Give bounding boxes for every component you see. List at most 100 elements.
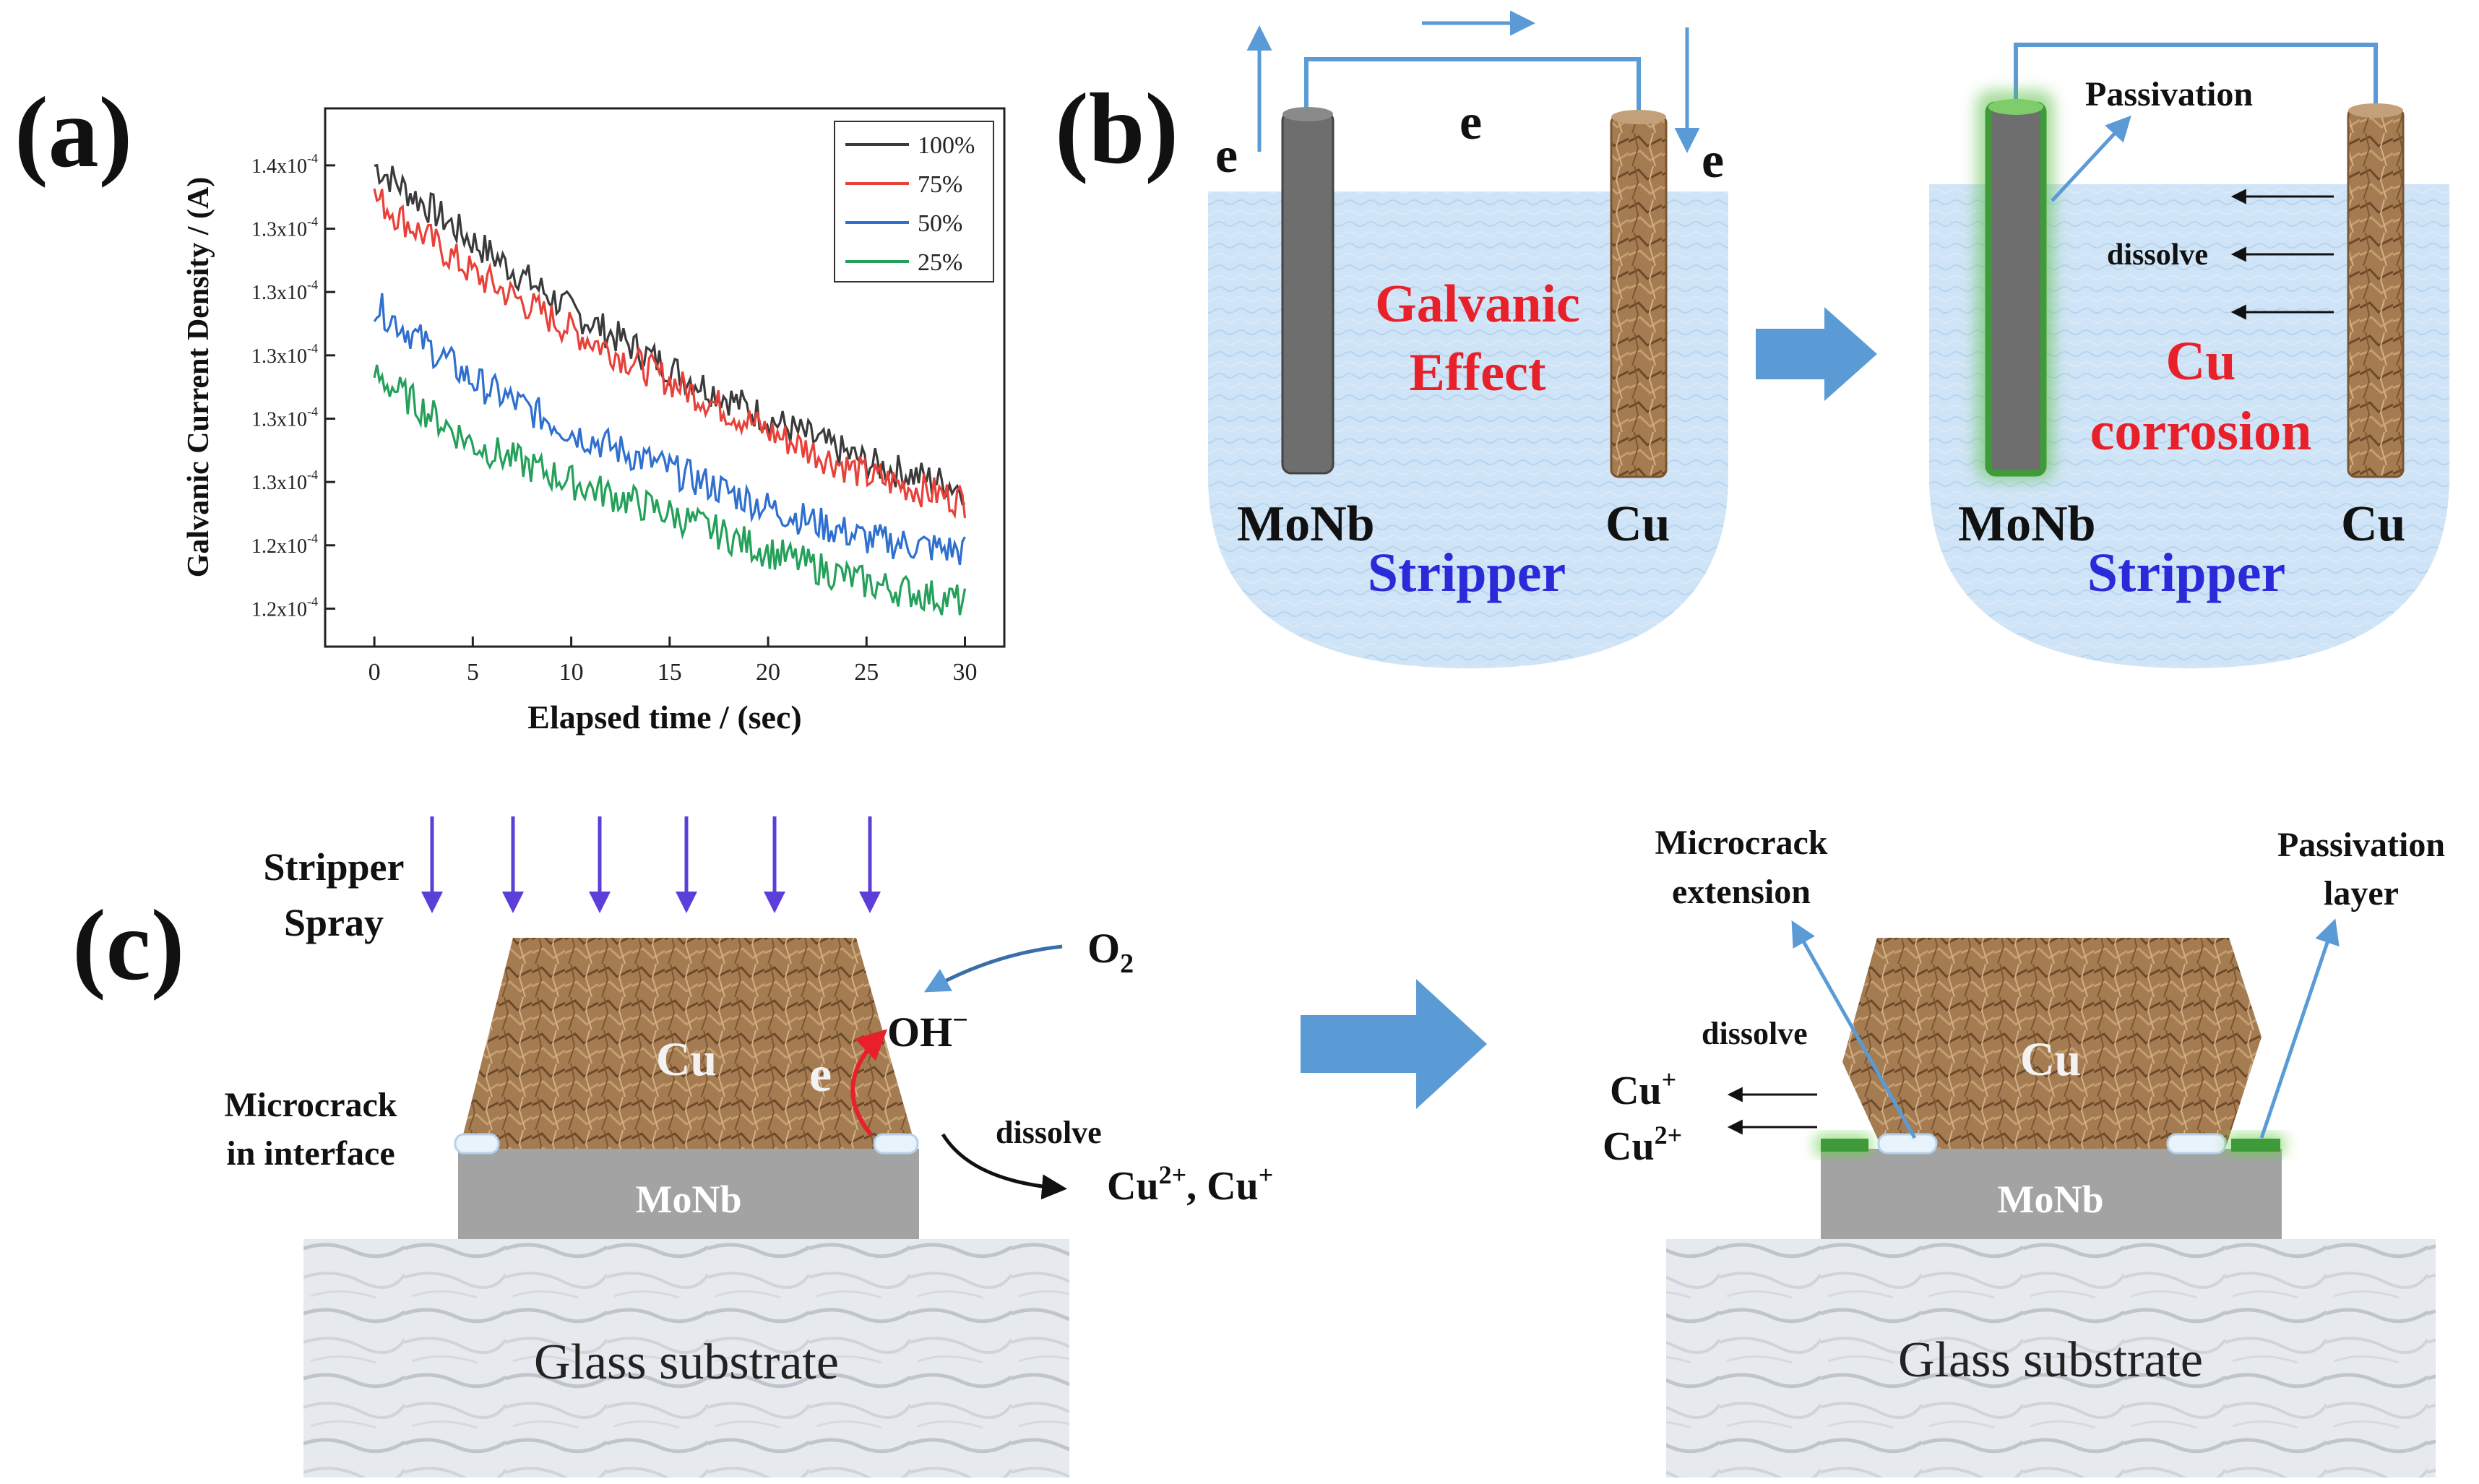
legend-box (834, 121, 994, 282)
electron-label-right: e (1702, 133, 1724, 189)
monb-electrode-passivated-top (1988, 99, 2043, 115)
o2-sub: 2 (1120, 949, 1134, 979)
monb-label-right: MoNb (1958, 496, 2096, 552)
x-tick-label: 10 (559, 659, 584, 686)
microcrack-left-b (873, 1133, 919, 1155)
chart-xlabel: Elapsed time / (sec) (527, 699, 801, 735)
panel-c-left: Stripper Spray Glass substrate MoNb Cu e… (225, 816, 1273, 1477)
monb-layer-left (458, 1149, 919, 1239)
microcrack-1: Microcrack (225, 1086, 397, 1124)
legend-items: 100% 75% 50% 25% (845, 132, 975, 276)
y-tick-exp: -4 (307, 215, 318, 229)
o2-label: O2 (1087, 925, 1134, 979)
electron-label-c: e (809, 1047, 832, 1103)
panel-c-right: Glass substrate MoNb Cu Microcrack exten… (1603, 824, 2445, 1477)
y-tick-base: 1.3x10 (251, 472, 307, 494)
y-tick-exp: -4 (307, 151, 318, 165)
glass-substrate-right (1666, 1239, 2436, 1477)
legend-label: 75% (918, 171, 962, 198)
cu-electrode-corroded (2347, 107, 2405, 478)
y-tick-base: 1.3x10 (251, 408, 307, 431)
cu-electrode-corroded-top (2348, 103, 2403, 118)
y-tick-label: 1.3x10-4 (251, 277, 318, 304)
beaker-left: e e e Galvanic Effect MoNb Cu Stripper (1208, 10, 1728, 668)
panel-label-a: (a) (14, 77, 132, 189)
legend-label: 100% (918, 132, 975, 159)
panel-label-c: (c) (72, 889, 184, 1001)
x-tick-label: 30 (953, 659, 978, 686)
passivation-bar-left (1821, 1139, 1868, 1152)
y-tick-base: 1.4x10 (251, 155, 307, 178)
series-layer (373, 163, 967, 616)
legend-label: 50% (918, 210, 962, 237)
ions-base1: Cu (1107, 1164, 1159, 1209)
monb-label-c-right: MoNb (1998, 1178, 2104, 1221)
passivation-pointer (2051, 115, 2131, 202)
cu-plus-sup: + (1662, 1065, 1677, 1094)
cu-label-left: Cu (1605, 496, 1670, 552)
microcrack-extension-pointer (1791, 920, 1917, 1139)
circuit-wire-right (2014, 43, 2378, 108)
passivation-bar-right (2231, 1139, 2280, 1152)
glass-substrate-left (303, 1239, 1069, 1477)
series-line-3 (373, 364, 967, 616)
monb-electrode-top (1282, 107, 1333, 121)
transition-arrow-b (1756, 307, 1877, 401)
electron-label-left: e (1215, 128, 1238, 184)
dissolve-label-c-right: dissolve (1702, 1016, 1808, 1051)
y-tick-label: 1.3x10-4 (251, 215, 318, 241)
microcrack-ext-2: extension (1672, 873, 1811, 911)
transition-arrow-c (1301, 979, 1487, 1109)
panel-label-b: (b) (1055, 73, 1178, 185)
cu-electrode-top (1611, 110, 1666, 124)
x-tick-label: 25 (854, 659, 879, 686)
cu-layer-right (1842, 938, 2262, 1149)
microcrack-2: in interface (226, 1134, 395, 1173)
passivation-label: Passivation (2085, 75, 2253, 113)
series-line-1 (373, 188, 967, 519)
cu-corrosion-text-2: corrosion (2090, 401, 2312, 462)
y-tick-label: 1.3x10-4 (251, 467, 318, 494)
galvanic-current-chart: 1.4x10-41.3x10-41.3x10-41.3x10-41.3x10-4… (182, 107, 1006, 735)
cu-2plus-base: Cu (1603, 1124, 1655, 1169)
ions-sup2: + (1259, 1160, 1274, 1189)
electron-path-red (850, 1029, 888, 1136)
y-axis-ticks: 1.4x10-41.3x10-41.3x10-41.3x10-41.3x10-4… (251, 151, 335, 621)
y-tick-label: 1.3x10-4 (251, 341, 318, 368)
passivation-layer-2: layer (2324, 874, 2399, 913)
y-tick-exp: -4 (307, 531, 318, 545)
dissolve-label-c-left: dissolve (996, 1115, 1102, 1150)
cu-layer-left (460, 938, 916, 1149)
y-tick-base: 1.2x10 (251, 535, 307, 558)
circuit-wire-left (1304, 57, 1641, 117)
passivation-layer-1: Passivation (2277, 826, 2445, 864)
microcrack-left-a (454, 1133, 500, 1155)
glass-label-left: Glass substrate (534, 1334, 839, 1390)
cu-plus-base: Cu (1610, 1069, 1662, 1113)
chart-ylabel: Galvanic Current Density / (A) (182, 177, 215, 578)
cu-2plus-label: Cu2+ (1603, 1121, 1682, 1169)
cu-layer-label-right: Cu (2020, 1033, 2081, 1086)
y-tick-label: 1.2x10-4 (251, 531, 318, 558)
microcrack-right-a (1877, 1133, 1938, 1155)
plot-frame (324, 107, 1006, 648)
y-tick-exp: -4 (307, 467, 318, 482)
y-tick-exp: -4 (307, 404, 318, 418)
oh-label: OH− (887, 1005, 968, 1056)
y-tick-label: 1.2x10-4 (251, 594, 318, 621)
passivation-layer-pointer (2259, 918, 2340, 1139)
ions-label: Cu2+, Cu+ (1107, 1160, 1273, 1209)
y-tick-exp: -4 (307, 277, 318, 292)
cu-plus-label: Cu+ (1610, 1065, 1676, 1113)
dissolve-arrow-c (941, 1133, 1067, 1200)
galvanic-text-1: Galvanic (1375, 275, 1580, 334)
y-tick-exp: -4 (307, 341, 318, 355)
o2-base: O (1087, 925, 1120, 972)
cu-electrode (1610, 114, 1668, 478)
microcrack-ext-1: Microcrack (1655, 824, 1828, 862)
legend-label: 25% (918, 249, 962, 276)
monb-label-c-left: MoNb (636, 1178, 742, 1221)
cu-2plus-sup: 2+ (1655, 1121, 1683, 1149)
